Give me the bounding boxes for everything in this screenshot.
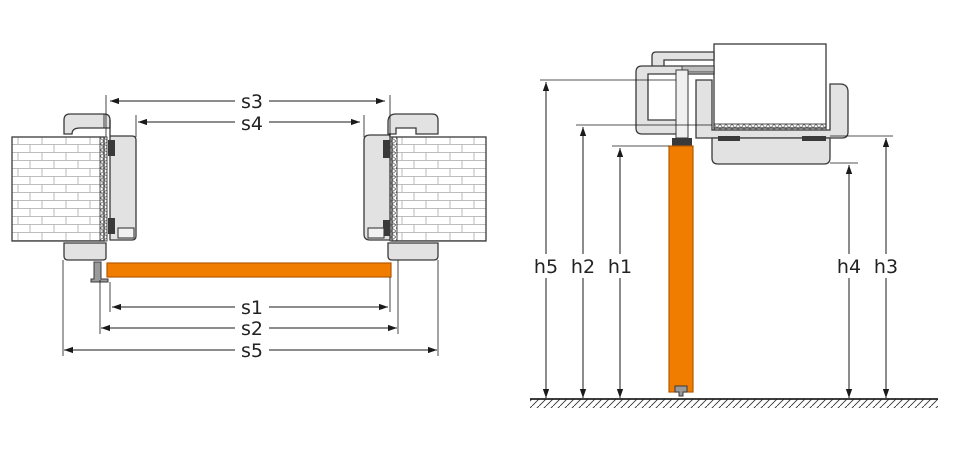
header-frame <box>635 51 849 165</box>
floor-guide-icon <box>674 385 688 397</box>
hinge-icon <box>90 261 109 283</box>
label-s2: s2 <box>241 318 263 340</box>
plan-extension-lines <box>62 95 439 356</box>
label-h2: h2 <box>571 256 595 278</box>
floor <box>530 398 938 408</box>
label-h1: h1 <box>608 256 632 278</box>
left-wall <box>11 136 108 242</box>
section-labels: h5 h2 h1 h4 h3 <box>531 254 901 278</box>
door-leaf-section <box>668 145 694 397</box>
section-view: h5 h2 h1 h4 h3 <box>530 43 938 408</box>
plan-view: s3 s4 s1 s2 s5 <box>11 91 487 362</box>
label-h4: h4 <box>837 256 861 278</box>
label-s3: s3 <box>241 91 263 113</box>
label-h5: h5 <box>534 256 558 278</box>
label-s1: s1 <box>241 297 263 319</box>
label-s4: s4 <box>241 113 263 135</box>
plan-labels: s3 s4 s1 s2 s5 <box>235 91 269 362</box>
section-extension-lines <box>540 79 893 164</box>
right-door-frame <box>363 113 439 261</box>
label-h3: h3 <box>874 256 898 278</box>
left-door-frame <box>63 113 137 261</box>
label-s5: s5 <box>241 340 263 362</box>
door-leaf-plan <box>90 261 392 283</box>
right-wall <box>389 136 487 242</box>
header-wall <box>713 43 827 133</box>
